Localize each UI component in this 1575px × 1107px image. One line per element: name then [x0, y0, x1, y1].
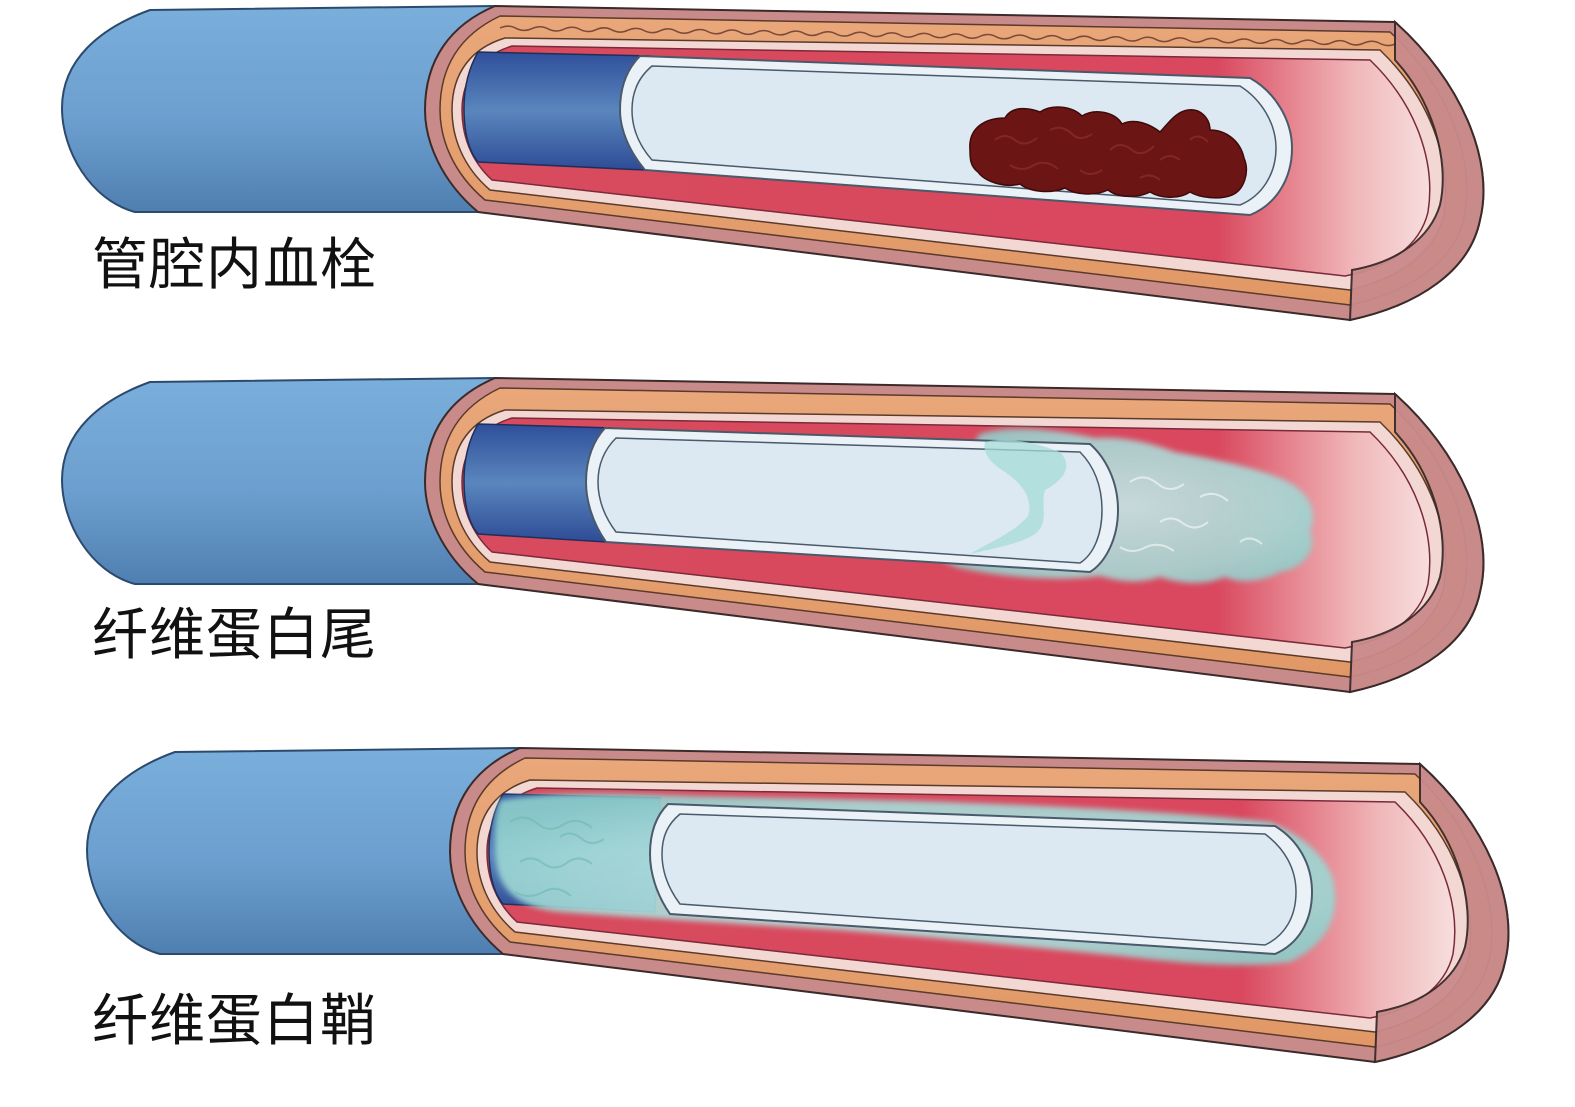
catheter-external-segment: [60, 4, 497, 213]
vessel-wall-end-face: [1348, 391, 1485, 694]
intraluminal-thrombus-illustration: [60, 4, 1485, 322]
thrombus-texture: [994, 126, 1209, 181]
thrombus-mass: [969, 106, 1248, 199]
catheter-lumen-inner: [661, 813, 1297, 946]
vessel-wall-end-face: [1373, 761, 1510, 1064]
panel-label: 纤维蛋白鞘: [92, 989, 377, 1054]
vessel-wavy-membrane-top: [499, 25, 1397, 47]
catheter-lumen-inner: [597, 437, 1103, 564]
fibrin-tail-illustration: [60, 376, 1485, 694]
panel-label: 纤维蛋白尾: [92, 603, 377, 668]
fibrin-tail-overlay: [970, 439, 1067, 554]
fibrin-sheath-texture: [509, 816, 605, 897]
panel-intraluminal-thrombus: 管腔内血栓: [0, 0, 1575, 365]
panel-fibrin-tail: 纤维蛋白尾: [0, 372, 1575, 737]
catheter-inner-tube: [463, 423, 613, 543]
panel-fibrin-sheath: 纤维蛋白鞘: [0, 742, 1575, 1107]
catheter-external-segment: [85, 746, 522, 955]
fibrin-tail-texture: [1119, 476, 1263, 552]
fibrin-sheath-illustration: [85, 746, 1510, 1064]
catheter-inner-tube: [463, 51, 651, 171]
vessel-wall-end-face: [1348, 19, 1485, 322]
catheter-external-segment: [60, 376, 497, 585]
panel-label: 管腔内血栓: [92, 233, 377, 298]
